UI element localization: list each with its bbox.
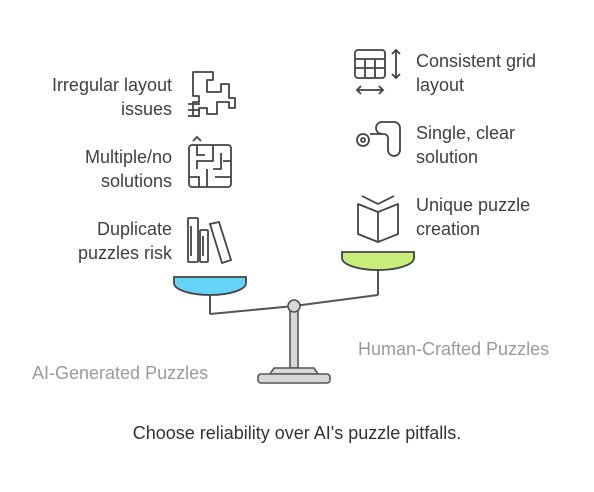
maze-icon xyxy=(188,135,232,188)
open-book-icon xyxy=(357,195,399,243)
books-icon xyxy=(187,217,233,265)
path-icon xyxy=(356,121,401,157)
left-pan xyxy=(173,276,247,296)
left-caption: AI-Generated Puzzles xyxy=(32,363,209,383)
pivot xyxy=(287,299,301,313)
right-pan xyxy=(341,251,415,271)
irregular-puzzle-icon xyxy=(188,71,236,117)
footer-caption: Choose reliability over AI's puzzle pitf… xyxy=(132,423,462,443)
scale xyxy=(173,251,415,384)
grid-icon xyxy=(354,48,401,95)
right-caption: Human-Crafted Puzzles xyxy=(358,339,550,359)
